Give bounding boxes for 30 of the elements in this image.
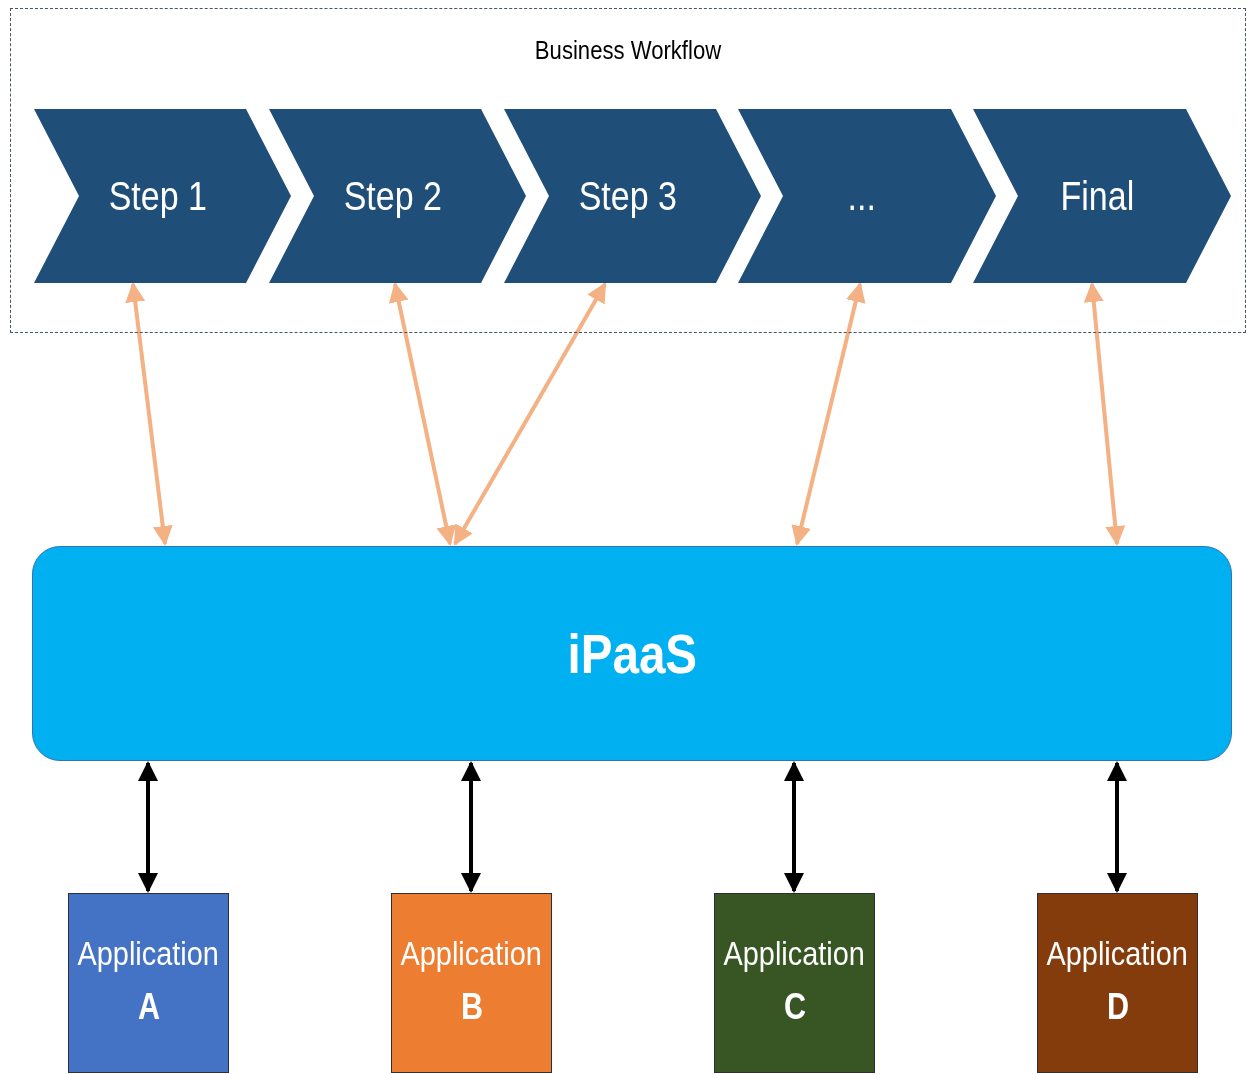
- connector-arrow: [461, 761, 481, 893]
- connector-arrow: [453, 282, 607, 546]
- step-label: ...: [847, 173, 877, 220]
- application-letter: A: [137, 989, 160, 1025]
- step-label: Step 3: [578, 173, 677, 220]
- connector-arrow: [784, 761, 804, 893]
- application-letter: B: [460, 989, 483, 1025]
- application-letter: C: [783, 989, 806, 1025]
- connector-arrow: [125, 282, 173, 546]
- application-letter: D: [1106, 989, 1129, 1025]
- application-box: [714, 893, 875, 1073]
- platform-bar: [32, 546, 1232, 761]
- application-label: Application: [723, 933, 866, 974]
- connector-arrow: [138, 761, 158, 893]
- application-label: Application: [400, 933, 543, 974]
- connector-arrow: [1083, 282, 1126, 546]
- application-label: Application: [1046, 933, 1189, 974]
- application-box: [391, 893, 552, 1073]
- step-label: Step 1: [108, 173, 207, 220]
- workflow-group: [10, 8, 1246, 333]
- connector-arrow: [791, 282, 866, 546]
- group-title: Business Workflow: [533, 34, 723, 67]
- connector-arrow: [1107, 761, 1127, 893]
- application-label: Application: [77, 933, 220, 974]
- application-box: [1037, 893, 1198, 1073]
- application-box: [68, 893, 229, 1073]
- connector-arrow: [388, 282, 457, 546]
- step-label: Final: [1060, 173, 1134, 220]
- step-label: Step 2: [343, 173, 442, 220]
- platform-label: iPaaS: [567, 620, 697, 687]
